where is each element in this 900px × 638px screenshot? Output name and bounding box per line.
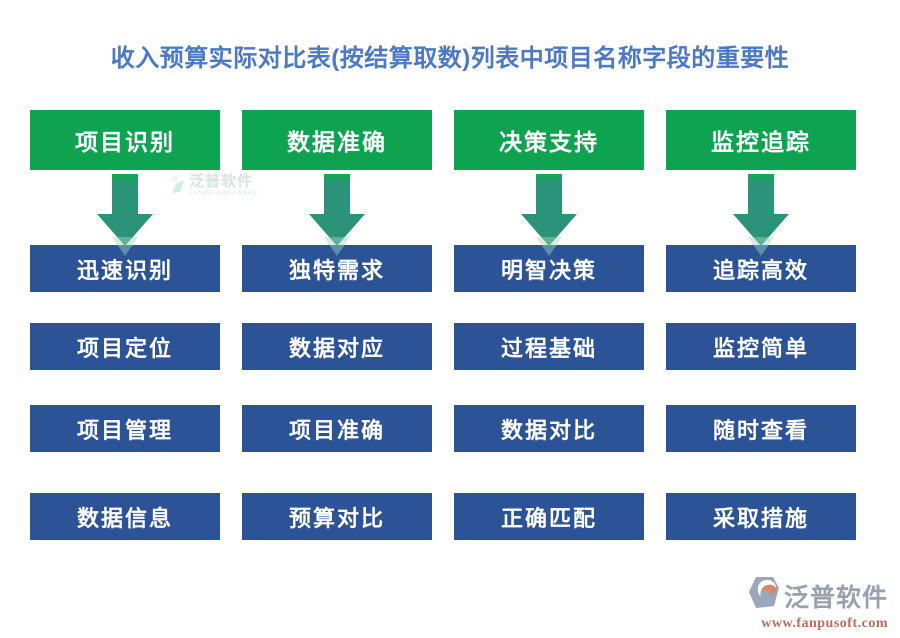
item-box: 迅速识别: [30, 245, 220, 292]
item-box: 独特需求: [242, 245, 432, 292]
fanpu-logo-icon: [748, 576, 780, 615]
item-box: 明智决策: [454, 245, 644, 292]
column-decision-support: 决策支持 明智决策 过程基础 数据对比 正确匹配: [454, 110, 644, 540]
item-box: 数据对应: [242, 323, 432, 370]
page-title: 收入预算实际对比表(按结算取数)列表中项目名称字段的重要性: [110, 45, 790, 72]
column-project-identification: 项目识别 迅速识别 项目定位 项目管理 数据信息: [30, 110, 220, 540]
brand-name: 泛普软件: [783, 583, 888, 612]
item-box: 追踪高效: [666, 245, 856, 292]
item-box: 项目定位: [30, 323, 220, 370]
item-box: 采取措施: [666, 493, 856, 540]
item-box: 项目准确: [242, 405, 432, 452]
column-header: 项目识别: [30, 110, 220, 170]
item-box: 监控简单: [666, 323, 856, 370]
brand-footer: 泛普软件 www.fanpusoft.com: [748, 576, 888, 632]
columns-grid: 项目识别 迅速识别 项目定位 项目管理 数据信息 数据准确: [30, 110, 860, 540]
brand-url: www.fanpusoft.com: [761, 616, 888, 631]
down-arrow-icon: [30, 170, 220, 256]
item-box: 数据信息: [30, 493, 220, 540]
down-arrow-icon: [242, 170, 432, 256]
item-box: 数据对比: [454, 405, 644, 452]
item-box: 随时查看: [666, 405, 856, 452]
column-header: 数据准确: [242, 110, 432, 170]
down-arrow-icon: [454, 170, 644, 256]
item-box: 正确匹配: [454, 493, 644, 540]
down-arrow-icon: [666, 170, 856, 256]
column-header: 决策支持: [454, 110, 644, 170]
column-monitoring-tracking: 监控追踪 追踪高效 监控简单 随时查看 采取措施: [666, 110, 856, 540]
column-header: 监控追踪: [666, 110, 856, 170]
item-box: 项目管理: [30, 405, 220, 452]
column-data-accuracy: 数据准确 独特需求 数据对应 项目准确 预算对比: [242, 110, 432, 540]
item-box: 过程基础: [454, 323, 644, 370]
item-box: 预算对比: [242, 493, 432, 540]
